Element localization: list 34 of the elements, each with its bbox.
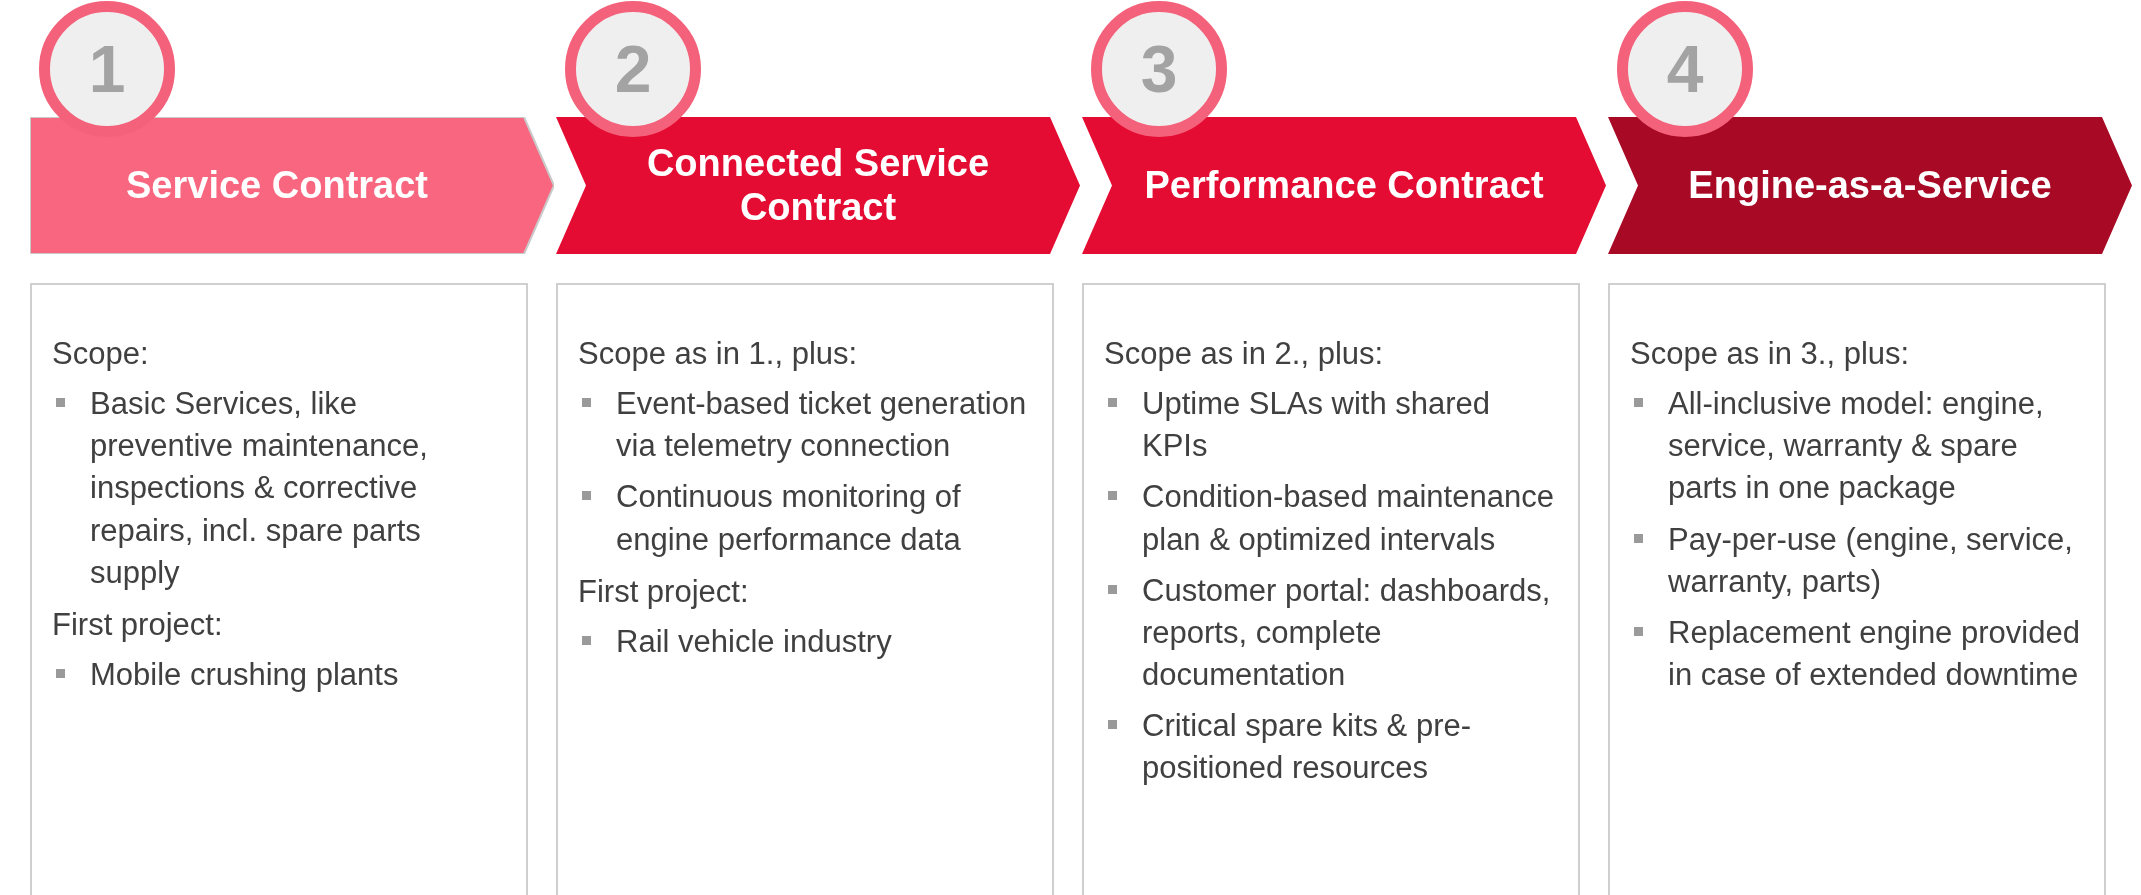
step-banner [556,117,1080,254]
bullet-text: Mobile crushing plants [90,657,399,693]
step-banner [1082,117,1606,254]
step-title: Service Contract [126,163,428,208]
bullet-text: Continuous monitoring of engine performance data [616,479,961,557]
step-title: Engine-as-a-Service [1688,163,2052,208]
bullet-text: Rail vehicle industry [616,623,892,659]
description-panel [556,283,1054,895]
step-number: 3 [1140,31,1178,107]
step-number: 4 [1666,31,1704,107]
step-banner [1608,117,2132,254]
bullet-text: Pay-per-use (engine, service, warranty, parts) [1668,521,2073,599]
section-heading: Scope: [52,335,150,373]
step-title: Performance Contract [1144,163,1544,208]
section-heading: Scope as in 3., plus: [1630,335,1911,373]
step-title: Connected Service Contract [645,141,991,230]
bullet-text: Condition-based maintenance plan & optimized intervals [1142,479,1554,557]
bullet-text: Replacement engine provided in case of extended downtime [1668,614,2080,693]
description-panel [1608,283,2106,895]
step-number: 2 [614,31,652,107]
step-number: 1 [88,31,126,107]
step-banner [30,117,554,254]
section-heading: Scope as in 2., plus: [1104,335,1385,373]
bullet-text: Critical spare kits & pre-positioned resources [1142,708,1472,786]
description-panel [1082,283,1580,895]
bullet-text: All-inclusive model: engine, service, warranty & spare parts in one package [1668,386,2044,506]
description-panel [30,283,528,895]
bullet-text: Basic Services, like preventive maintenance, inspections & corrective repairs, incl. spare parts supply [90,386,428,590]
section-heading: First project: [52,605,224,644]
bullet-text: Event-based ticket generation via telemetry connection [616,386,1027,464]
bullet-text: Customer portal: dashboards, reports, complete documentation [1142,572,1551,693]
bullet-text: Uptime SLAs with shared KPIs [1142,386,1491,464]
section-heading: Scope as in 1., plus: [578,335,859,373]
section-heading: First project: [578,572,750,611]
